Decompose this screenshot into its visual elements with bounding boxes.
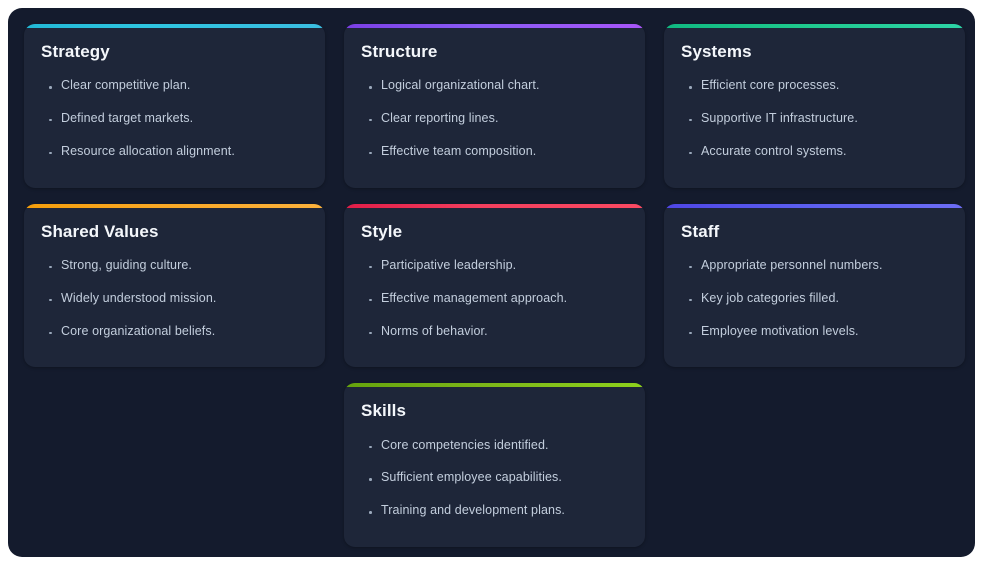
card-title-systems: Systems (681, 42, 752, 61)
list-item: Core organizational beliefs. (49, 315, 307, 348)
list-item: Widely understood mission. (49, 282, 307, 315)
card-title-shared-values: Shared Values (41, 221, 159, 241)
card-list-skills: Core competencies identified.Sufficient … (359, 429, 627, 528)
card-list-systems: Efficient core processes.Supportive IT i… (679, 69, 947, 168)
grid-spacer (24, 383, 325, 547)
card-title-structure: Structure (361, 42, 438, 61)
card-list-staff: Appropriate personnel numbers.Key job ca… (679, 249, 947, 348)
list-item: Defined target markets. (49, 102, 307, 135)
list-item: Clear competitive plan. (49, 69, 307, 102)
list-item: Sufficient employee capabilities. (369, 461, 627, 494)
list-item: Employee motivation levels. (689, 315, 947, 348)
card-list-strategy: Clear competitive plan.Defined target ma… (39, 69, 307, 168)
list-item: Effective team composition. (369, 135, 627, 168)
card-accent-bar-style (344, 203, 645, 208)
list-item: Effective management approach. (369, 282, 627, 315)
list-item: Participative leadership. (369, 249, 627, 282)
list-item: Key job categories filled. (689, 282, 947, 315)
list-item: Strong, guiding culture. (49, 249, 307, 282)
list-item: Clear reporting lines. (369, 102, 627, 135)
card-list-style: Participative leadership.Effective manag… (359, 249, 627, 348)
list-item: Supportive IT infrastructure. (689, 102, 947, 135)
list-item: Core competencies identified. (369, 429, 627, 462)
card-title-style: Style (361, 221, 403, 241)
card-list-shared-values: Strong, guiding culture.Widely understoo… (39, 249, 307, 348)
card-accent-bar-strategy (24, 24, 325, 28)
list-item: Training and development plans. (369, 494, 627, 527)
card-accent-bar-structure (344, 24, 645, 28)
card-accent-bar-systems (664, 24, 965, 28)
card-list-structure: Logical organizational chart.Clear repor… (359, 69, 627, 168)
list-item: Appropriate personnel numbers. (689, 249, 947, 282)
card-title-staff: Staff (681, 221, 720, 241)
card-title-strategy: Strategy (41, 42, 110, 61)
list-item: Resource allocation alignment. (49, 135, 307, 168)
card-accent-bar-staff (664, 203, 965, 208)
list-item: Efficient core processes. (689, 69, 947, 102)
list-item: Norms of behavior. (369, 315, 627, 348)
list-item: Accurate control systems. (689, 135, 947, 168)
card-accent-bar-shared-values (24, 203, 325, 208)
card-title-skills: Skills (361, 401, 407, 421)
list-item: Logical organizational chart. (369, 69, 627, 102)
card-accent-bar-skills (344, 383, 645, 388)
